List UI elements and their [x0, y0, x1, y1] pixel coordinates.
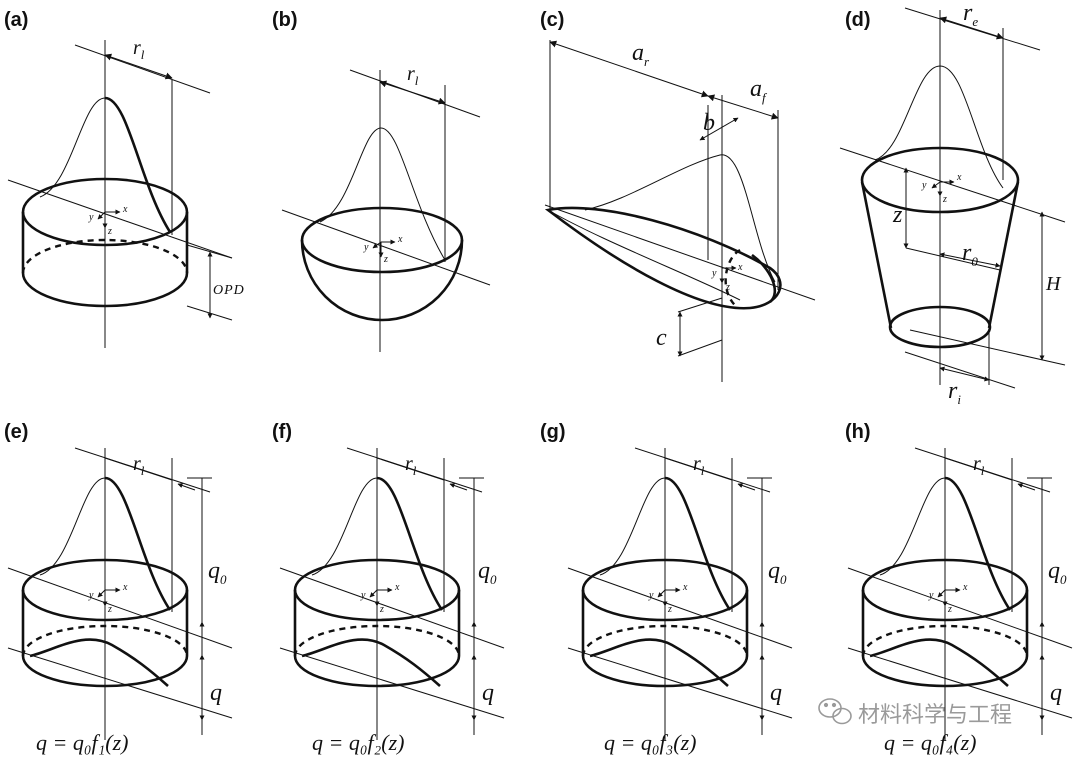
- panel-c-label: (c): [540, 9, 564, 31]
- panel-g-label: (g): [540, 421, 566, 443]
- panel-b-label: (b): [272, 9, 298, 31]
- panel-h: [848, 448, 1072, 740]
- svg-text:z: z: [383, 254, 388, 265]
- svg-text:x: x: [122, 582, 128, 593]
- panel-a-coordinate-axes: x y z: [88, 204, 128, 237]
- panel-a-r-label: rl: [133, 37, 145, 62]
- panel-h-r-label: rl: [973, 453, 985, 478]
- svg-text:y: y: [921, 180, 927, 191]
- panel-g-q-label: q: [770, 680, 782, 706]
- panel-e-r-label: rl: [133, 453, 145, 478]
- panel-e-q0-label: q0: [208, 558, 227, 587]
- panel-a-opd-label: OPD: [213, 283, 245, 298]
- svg-text:y: y: [88, 212, 94, 223]
- panel-h-label: (h): [845, 421, 871, 443]
- panel-c-b-label: b: [703, 110, 715, 136]
- panel-b-r-label: rl: [407, 63, 419, 88]
- panel-h-q0-label: q0: [1048, 558, 1067, 587]
- panel-f-q0-label: q0: [478, 558, 497, 587]
- panel-e: [7, 447, 233, 740]
- svg-text:z: z: [667, 604, 672, 615]
- panel-c-ar-label: ar: [632, 40, 650, 69]
- panel-g: [568, 448, 792, 740]
- panel-f-r-label: rl: [405, 453, 417, 478]
- panel-h-formula: q = q₀f₄(z): [884, 730, 976, 755]
- coordinate-axes: [97, 587, 121, 607]
- panel-e-formula: q = q₀f₁(z): [36, 730, 128, 755]
- svg-text:z: z: [725, 282, 730, 293]
- svg-text:y: y: [928, 590, 934, 601]
- svg-text:x: x: [956, 172, 962, 183]
- svg-text:x: x: [394, 582, 400, 593]
- svg-text:z: z: [942, 194, 947, 205]
- panel-c: (c) ar af b c y x z: [540, 9, 816, 382]
- svg-text:z: z: [107, 226, 112, 237]
- watermark: 材料科学与工程: [818, 698, 1012, 728]
- watermark-text: 材料科学与工程: [858, 703, 1012, 728]
- wechat-icon: [818, 698, 852, 725]
- svg-text:y: y: [711, 268, 717, 279]
- panel-e-label: (e): [4, 421, 28, 443]
- svg-text:z: z: [107, 604, 112, 615]
- svg-text:y: y: [648, 590, 654, 601]
- panel-f-text: (f) rl q0 q q = q₀f₂(z) x y z: [272, 421, 497, 755]
- panel-c-coordinate-axes: y x z: [711, 262, 743, 293]
- panel-h-text: (h) rl q0 q q = q₀f₄(z) x y z: [845, 421, 1067, 755]
- panel-d-z-label: z: [892, 202, 903, 228]
- svg-text:y: y: [360, 590, 366, 601]
- panel-f: [280, 448, 504, 740]
- panel-b-coordinate-axes: x y z: [363, 234, 403, 265]
- panel-g-text: (g) rl q0 q q = q₀f₃(z) x y z: [540, 421, 787, 755]
- panel-e-q-label: q: [210, 680, 222, 706]
- panel-d-coordinate-axes: x y z: [921, 172, 962, 205]
- panel-d-ri-label: ri: [948, 378, 961, 407]
- panel-g-q0-label: q0: [768, 558, 787, 587]
- panel-f-formula: q = q₀f₂(z): [312, 730, 404, 755]
- panel-d-label: (d): [845, 9, 871, 31]
- svg-text:x: x: [962, 582, 968, 593]
- svg-text:z: z: [947, 604, 952, 615]
- svg-text:y: y: [363, 242, 369, 253]
- svg-text:x: x: [682, 582, 688, 593]
- panel-d: (d) re z r0 H ri x: [839, 0, 1066, 407]
- panel-g-formula: q = q₀f₃(z): [604, 730, 696, 755]
- svg-text:x: x: [737, 262, 743, 273]
- svg-text:x: x: [122, 204, 128, 215]
- panel-d-h-label: H: [1045, 273, 1062, 295]
- panel-c-af-label: af: [750, 76, 768, 105]
- panel-f-label: (f): [272, 421, 292, 443]
- svg-text:z: z: [379, 604, 384, 615]
- svg-text:x: x: [397, 234, 403, 245]
- panel-f-q-label: q: [482, 680, 494, 706]
- panel-c-c-label: c: [656, 325, 667, 351]
- panel-d-re-label: re: [963, 0, 978, 29]
- panel-h-q-label: q: [1050, 680, 1062, 706]
- svg-text:y: y: [88, 590, 94, 601]
- panel-e-text: (e) rl q0 q q = q₀f₁(z) x y z: [4, 421, 227, 755]
- panel-b: (b) rl x y z: [272, 9, 491, 352]
- panel-a-label: (a): [4, 9, 28, 31]
- panel-a: (a) rl OPD x y z: [4, 9, 245, 348]
- panel-g-r-label: rl: [693, 453, 705, 478]
- panel-d-r0-label: r0: [962, 240, 978, 269]
